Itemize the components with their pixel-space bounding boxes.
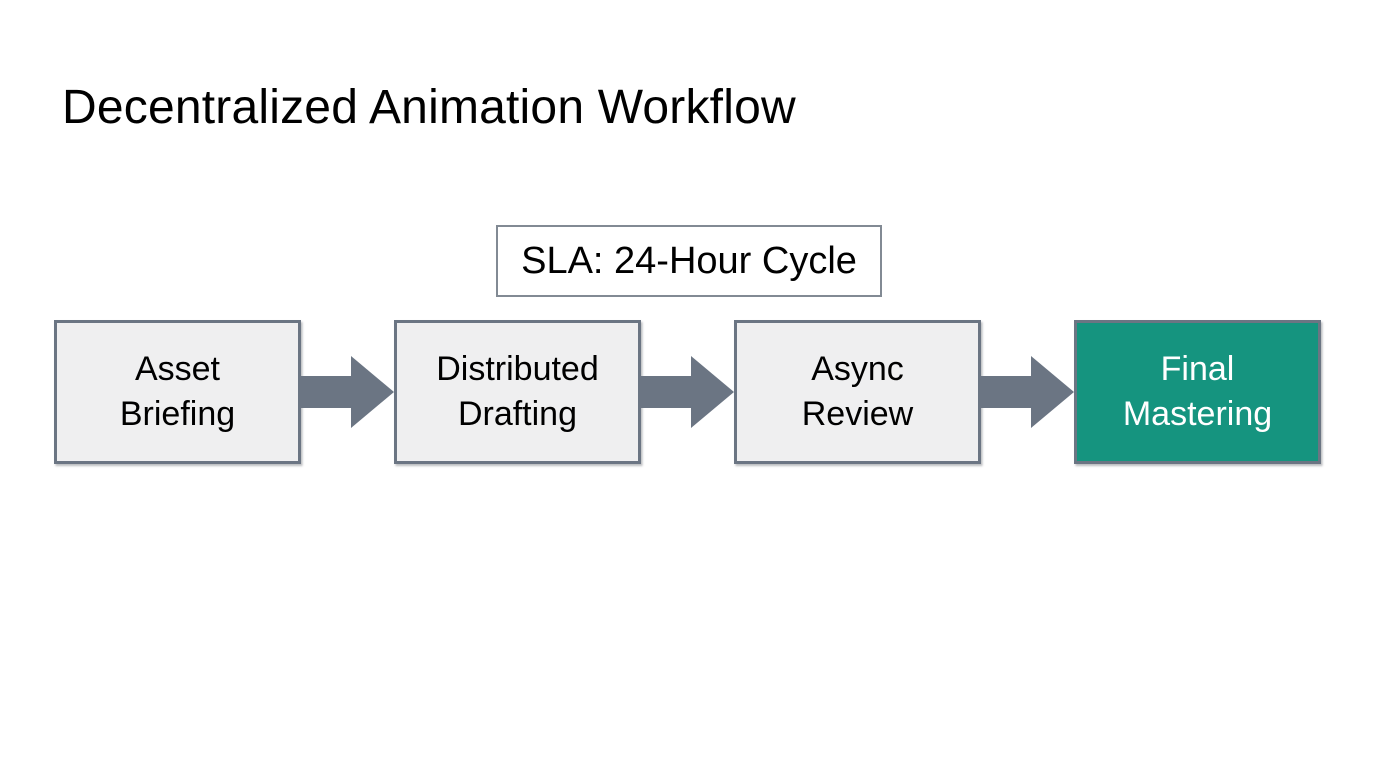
stage-label-distributed-drafting: Distributed Drafting [436,350,599,433]
arrow-right-shape [640,356,734,428]
sla-label: SLA: 24-Hour Cycle [521,239,857,282]
slide-title: Decentralized Animation Workflow [62,81,796,134]
arrow-right-icon [640,356,734,428]
sla-callout: SLA: 24-Hour Cycle [496,225,882,297]
stage-box-final-mastering: Final Mastering [1074,320,1321,464]
stage-box-distributed-drafting: Distributed Drafting [394,320,641,464]
stage-label-final-mastering: Final Mastering [1122,350,1273,433]
stage-box-asset-briefing: Asset Briefing [54,320,301,464]
stage-label-asset-briefing: Asset Briefing [119,350,236,433]
arrow-right-icon [300,356,394,428]
arrow-right-icon [980,356,1074,428]
stage-box-async-review: Async Review [734,320,981,464]
stage-label-async-review: Async Review [801,350,914,433]
arrow-right-shape [300,356,394,428]
arrow-right-shape [980,356,1074,428]
